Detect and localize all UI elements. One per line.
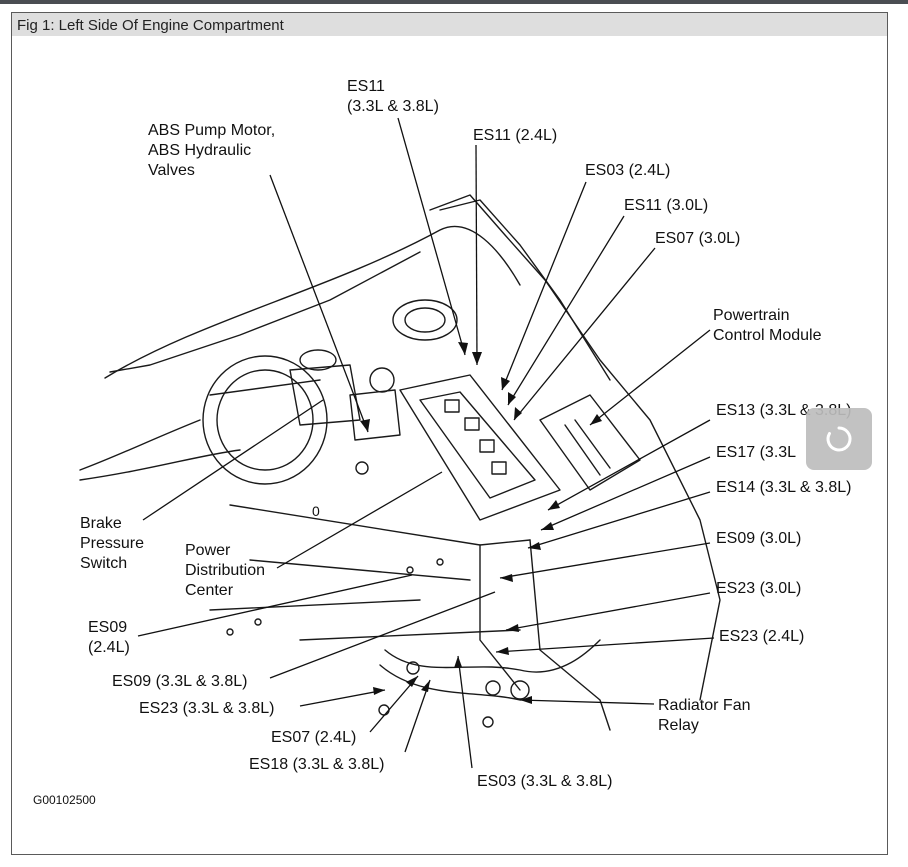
fender-edge — [429, 194, 721, 701]
reservoir — [392, 299, 458, 341]
figure-title: Fig 1: Left Side Of Engine Compartment — [17, 17, 284, 34]
wire-harness — [384, 639, 601, 673]
leader-es11-33-38 — [397, 117, 466, 356]
label-es09-30: ES09 (3.0L) — [716, 530, 802, 547]
leader-es23-33-38 — [299, 689, 386, 707]
label-powertrain-control-module: Powertrain Control Module — [713, 307, 822, 344]
leader-es09-30 — [499, 542, 711, 579]
label-es23-30: ES23 (3.0L) — [716, 580, 802, 597]
leader-pcm — [589, 329, 711, 426]
hood-edge — [104, 225, 521, 379]
label-es18: ES18 (3.3L & 3.8L) — [249, 756, 385, 773]
leader-es11-24 — [475, 144, 478, 366]
leader-es23-24 — [495, 637, 715, 653]
label-es17: ES17 (3.3L — [716, 444, 797, 461]
leader-es09-24 — [137, 574, 413, 637]
leader-brake-pressure — [142, 399, 324, 521]
pcm-module — [539, 394, 641, 491]
leader-es14 — [527, 491, 711, 549]
label-es09-33-38: ES09 (3.3L & 3.8L) — [112, 673, 248, 690]
abs-unit — [349, 389, 401, 441]
power-distribution-center — [399, 374, 561, 521]
label-es14: ES14 (3.3L & 3.8L) — [716, 479, 852, 496]
figure-header: Fig 1: Left Side Of Engine Compartment — [12, 13, 887, 36]
leader-es03-24 — [501, 181, 587, 391]
label-es23-24: ES23 (2.4L) — [719, 628, 805, 645]
label-es23-33-38: ES23 (3.3L & 3.8L) — [139, 700, 275, 717]
radiator-fan-relay-shape — [510, 680, 530, 700]
label-es11-30: ES11 (3.0L) — [624, 197, 709, 214]
label-es11-33-38: ES11 (3.3L & 3.8L) — [347, 78, 439, 115]
leader-es17 — [540, 456, 711, 531]
master-cylinder — [289, 364, 361, 426]
label-power-distribution-center: Power Distribution Center — [185, 542, 266, 599]
loading-overlay-button[interactable] — [806, 408, 872, 470]
loading-spinner-icon — [826, 426, 852, 452]
label-es07-24: ES07 (2.4L) — [271, 729, 357, 746]
figure-code: G00102500 — [33, 793, 96, 807]
leader-es13 — [547, 419, 711, 511]
leader-es11-30 — [507, 215, 625, 406]
label-radiator-fan-relay: Radiator Fan Relay — [658, 697, 751, 734]
leader-power-dist — [276, 471, 443, 569]
leader-es18 — [404, 679, 431, 753]
figure-frame: Fig 1: Left Side Of Engine Compartment — [11, 12, 888, 855]
leader-radiator-fan — [519, 699, 655, 705]
label-abs-pump-motor: ABS Pump Motor, ABS Hydraulic Valves — [148, 122, 276, 179]
leader-es03-33-38 — [457, 655, 473, 769]
leader-es09-33-38 — [269, 591, 496, 679]
label-es11-24: ES11 (2.4L) — [473, 127, 558, 144]
leader-abs-pump — [269, 174, 369, 433]
label-center-mark: 0 — [312, 503, 320, 519]
label-es03-33-38: ES03 (3.3L & 3.8L) — [477, 773, 613, 790]
label-es07-30: ES07 (3.0L) — [655, 230, 741, 247]
window-top-bar — [0, 0, 908, 4]
leader-es07-30 — [513, 247, 656, 421]
label-es09-24: ES09 (2.4L) — [88, 619, 130, 656]
brake-booster — [202, 355, 328, 485]
label-brake-pressure-switch: Brake Pressure Switch — [80, 515, 145, 572]
label-es03-24: ES03 (2.4L) — [585, 162, 671, 179]
leader-es23-30 — [505, 592, 711, 631]
